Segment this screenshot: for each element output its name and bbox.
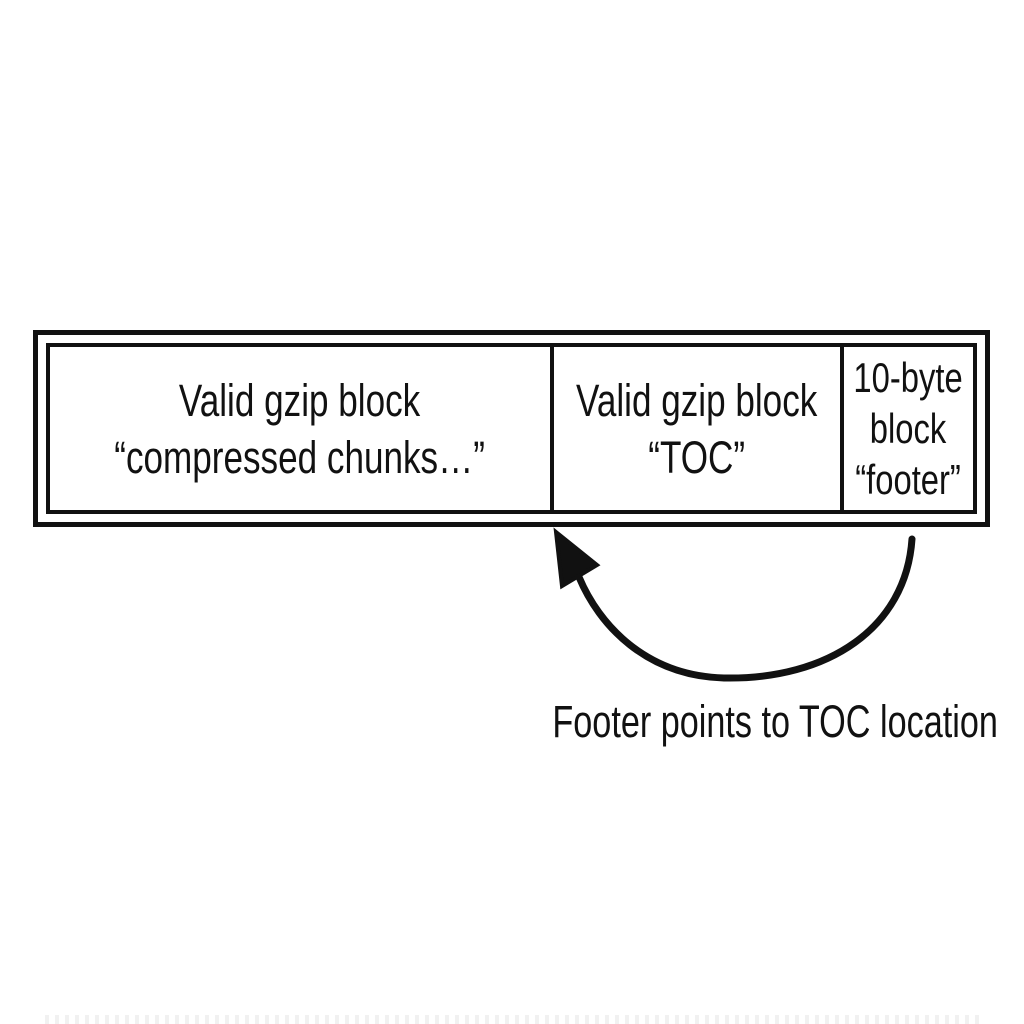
block-compressed-chunks: Valid gzip block “compressed chunks…” [50,347,554,510]
block-label-line: block [870,405,947,452]
cropped-text-artifact [45,1015,979,1024]
block-compressed-chunks-label: Valid gzip block “compressed chunks…” [115,372,486,486]
block-label-line: “TOC” [648,431,746,483]
gzip-file-box: Valid gzip block “compressed chunks…” Va… [33,330,990,527]
block-label-line: Valid gzip block [576,374,818,426]
block-footer: 10-byte block “footer” [844,347,973,510]
block-label-line: Valid gzip block [179,374,421,426]
block-label-line: 10-byte [853,354,964,401]
block-label-line: “footer” [855,456,962,503]
arrow-curve [575,535,916,682]
block-toc: Valid gzip block “TOC” [554,347,844,510]
arrow-head [553,527,601,590]
gzip-file-inner-box: Valid gzip block “compressed chunks…” Va… [46,343,977,514]
block-label-line: “compressed chunks…” [114,431,486,483]
arrow-caption: Footer points to TOC location [552,696,998,747]
block-toc-label: Valid gzip block “TOC” [576,372,817,486]
block-footer-label: 10-byte block “footer” [854,352,963,505]
